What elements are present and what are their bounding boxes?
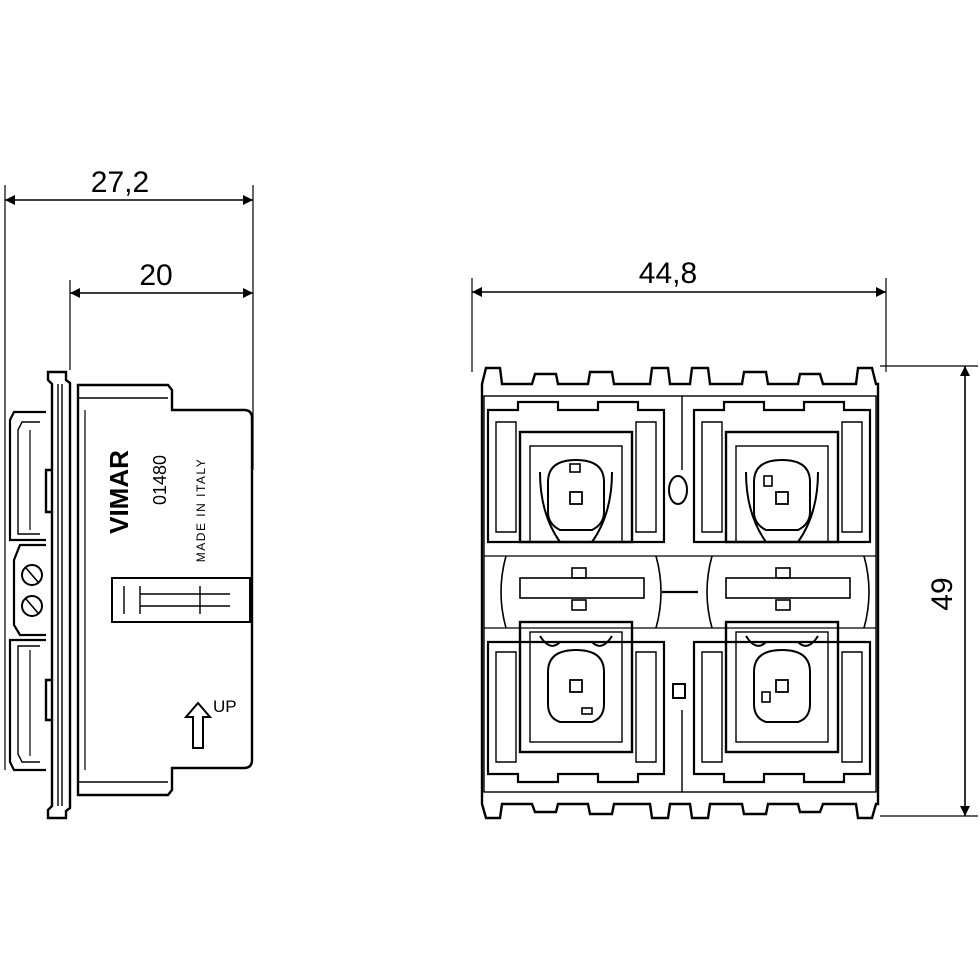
dimension-front-height: 49 — [880, 365, 978, 817]
dimension-side-total-depth: 27,2 — [4, 166, 254, 770]
dimension-side-body-depth: 20 — [69, 259, 253, 370]
dimension-label-side-total-depth: 27,2 — [91, 166, 149, 199]
side-main-body — [76, 383, 254, 797]
dimension-label-front-width: 44,8 — [639, 257, 697, 290]
side-clip-block — [8, 410, 46, 772]
product-code-marking: 01480 — [150, 455, 170, 505]
dimension-front-width: 44,8 — [471, 257, 887, 372]
dimension-label-front-height: 49 — [926, 577, 959, 610]
switch-mechanism-bottom-right — [692, 620, 872, 784]
center-fixing-hole — [668, 475, 688, 505]
center-indicator-slot — [672, 683, 686, 699]
center-linkage — [500, 555, 870, 629]
front-view: 44,8 49 — [471, 257, 978, 820]
switch-mechanism-top-right — [692, 400, 872, 544]
brand-marking: VIMAR — [104, 450, 134, 534]
switch-mechanism-bottom-left — [486, 620, 666, 784]
origin-marking: MADE IN ITALY — [194, 458, 208, 562]
front-frame — [480, 366, 880, 820]
dimension-label-side-body-depth: 20 — [139, 259, 172, 292]
side-mounting-frame — [44, 370, 72, 820]
switch-mechanism-top-left — [486, 400, 666, 544]
terminal-screw-upper — [21, 564, 43, 586]
up-arrow-icon — [183, 701, 213, 749]
terminal-screw-lower — [21, 595, 43, 617]
side-view: 27,2 20 — [4, 166, 254, 820]
orientation-marking: UP — [213, 697, 237, 716]
